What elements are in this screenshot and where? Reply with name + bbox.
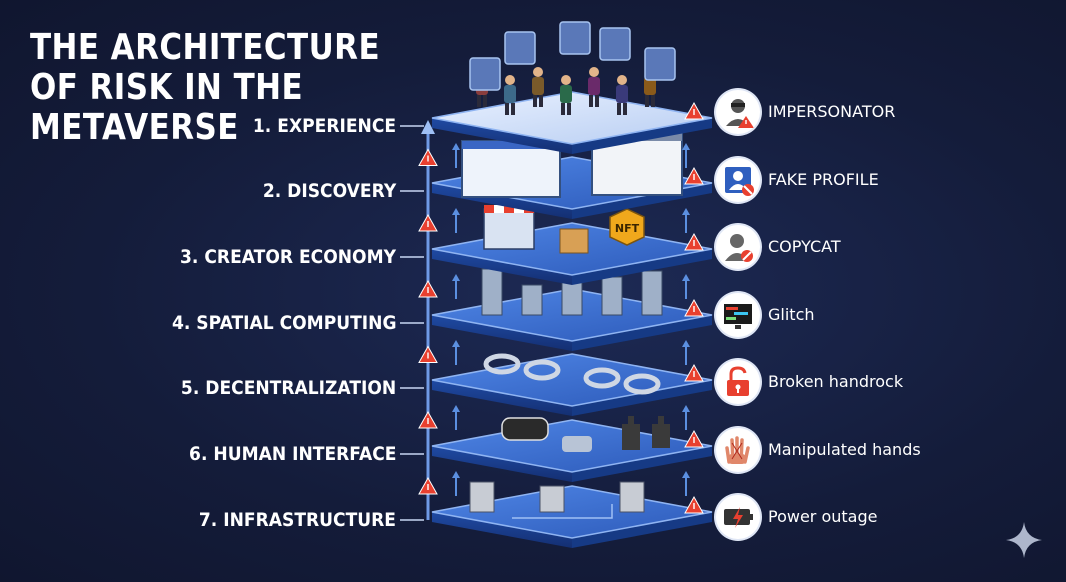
glitch-icon — [716, 293, 760, 337]
video-panel — [599, 27, 631, 61]
chain-link — [523, 359, 561, 381]
layer-label-creator-economy: 3. CREATOR ECONOMY — [180, 246, 396, 268]
chain-link — [623, 373, 661, 395]
layer-label-human-interface: 6. HUMAN INTERFACE — [188, 443, 396, 465]
risk-label-fake-profile: FAKE PROFILE — [768, 170, 879, 189]
title-line-3: METAVERSE — [30, 107, 239, 148]
platform-creator-economy: NFT — [431, 205, 713, 285]
warning-icon — [418, 213, 438, 232]
manipulated-hands-icon — [716, 428, 760, 472]
risk-label-power-outage: Power outage — [768, 507, 878, 526]
platform-infrastructure — [431, 481, 713, 548]
layer-label-decentralization: 5. DECENTRALIZATION — [180, 377, 396, 399]
warning-icon — [684, 429, 704, 448]
haptic-glove — [622, 416, 640, 450]
avatar-figure — [616, 75, 628, 115]
video-panel — [469, 57, 501, 91]
risk-label-impersonator: IMPERSONATOR — [768, 102, 896, 121]
platform-human-interface — [431, 416, 713, 482]
building — [481, 268, 503, 316]
storefront — [483, 208, 535, 250]
platform-decentralization — [431, 353, 713, 416]
building — [601, 276, 623, 316]
vertical-arrow-axis — [421, 120, 435, 520]
title-line-1: THE ARCHITECTURE — [30, 27, 381, 68]
page-title: THE ARCHITECTURE OF RISK IN THE METAVERS… — [30, 28, 380, 148]
label-connectors — [400, 125, 424, 521]
server-rack — [539, 485, 565, 513]
warning-icon — [418, 345, 438, 363]
building — [641, 270, 663, 316]
layer-label-discovery: 2. DISCOVERY — [262, 180, 396, 202]
server-rack — [469, 481, 495, 513]
risk-label-copycat: COPYCAT — [768, 237, 841, 256]
platform-experience — [431, 21, 713, 154]
risk-label-broken-lock: Broken handrock — [768, 372, 904, 391]
layer-label-infrastructure: 7. INFRASTRUCTURE — [198, 509, 396, 531]
flow-arrows — [452, 143, 690, 496]
broken-lock-icon — [716, 360, 760, 404]
video-panel — [559, 21, 591, 55]
warning-icon — [684, 101, 704, 120]
server-rack — [619, 481, 645, 513]
layer-label-spatial-computing: 4. SPATIAL COMPUTING — [171, 312, 396, 334]
nft-label: NFT — [615, 222, 640, 235]
avatar-figure — [560, 75, 572, 115]
video-panel — [644, 47, 676, 81]
avatar-figure — [504, 75, 516, 115]
warning-icon — [684, 298, 704, 317]
controller — [562, 436, 592, 452]
risk-label-glitch: Glitch — [768, 305, 815, 324]
warning-markers — [418, 101, 704, 514]
warning-icon — [418, 410, 438, 429]
chain-link — [483, 353, 521, 375]
sparkle-icon — [1006, 522, 1042, 558]
circuit-trace — [512, 504, 613, 519]
warning-icon — [684, 363, 704, 382]
avatar-figure — [588, 67, 600, 107]
nft-token — [609, 208, 645, 246]
video-panel — [504, 31, 536, 65]
warning-icon — [684, 232, 704, 251]
risk-label-manipulated-hands: Manipulated hands — [768, 440, 921, 459]
power-outage-icon — [716, 495, 760, 539]
warning-icon — [684, 495, 704, 514]
platform-stack: NFT — [431, 21, 713, 548]
fake-profile-icon — [716, 158, 760, 202]
warning-icon — [418, 148, 438, 166]
package-box — [559, 228, 589, 254]
profile-window — [461, 140, 561, 198]
arrow-up-icon — [421, 120, 435, 134]
layer-label-experience: 1. EXPERIENCE — [252, 115, 396, 137]
impersonator-icon — [716, 90, 760, 134]
vr-headset — [501, 417, 549, 441]
warning-icon — [418, 279, 438, 298]
chain-link — [583, 367, 621, 389]
building — [521, 284, 543, 316]
copycat-icon — [716, 225, 760, 269]
avatar-figure — [532, 67, 544, 107]
warning-icon — [684, 166, 704, 185]
title-line-2: OF RISK IN THE — [30, 67, 304, 108]
haptic-glove — [652, 416, 670, 448]
warning-icon — [418, 476, 438, 495]
